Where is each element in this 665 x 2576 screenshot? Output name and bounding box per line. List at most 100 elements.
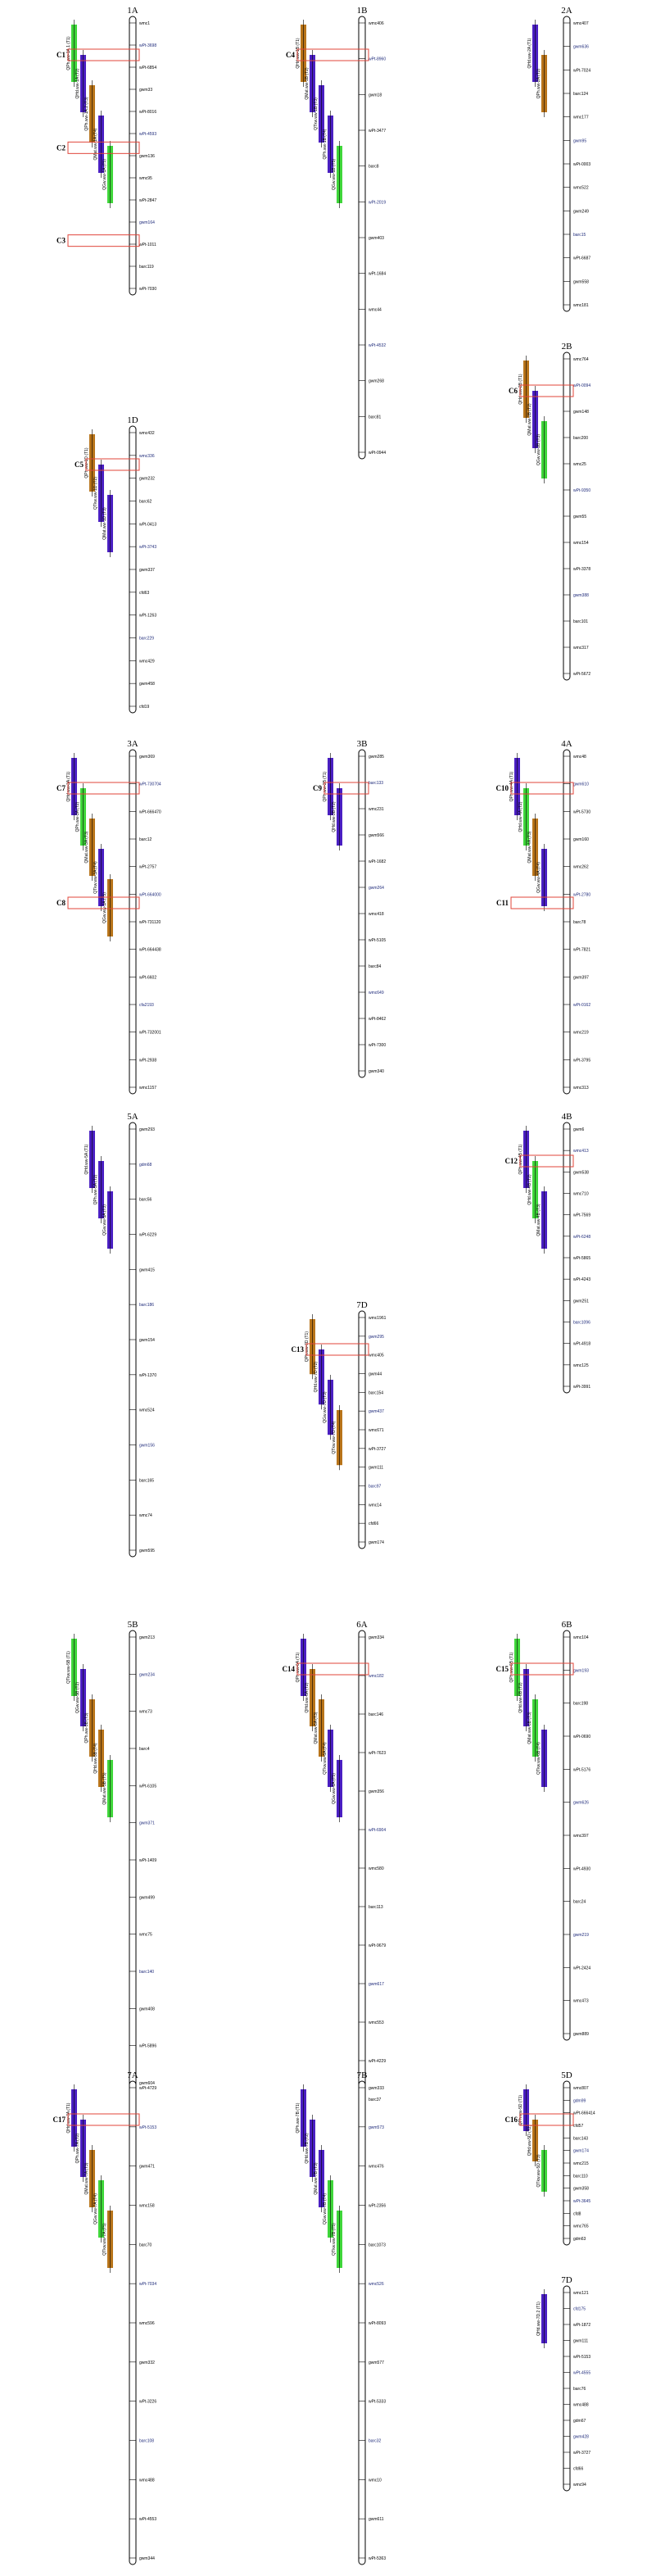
marker-name: wPt-5672: [573, 672, 590, 677]
qtl-cluster-label: C17: [53, 2116, 66, 2124]
chromosome-label: 4B: [562, 1112, 572, 1122]
marker-name: wPt-7821: [573, 948, 590, 953]
qtl-label: QTkw.ww-5B (T1): [66, 1651, 71, 1684]
qtl-label: QPh.ww-1A.1 (T1): [66, 36, 71, 70]
qtl-cluster-label: C5: [75, 460, 84, 469]
chromosome-6B-13: 6Bwmc104gwm193barc198wPt-0690wPt-5176gwm…: [496, 1620, 590, 2041]
qtl-cluster-label: C15: [496, 1665, 509, 1673]
marker-name: wPt-8960: [369, 57, 386, 62]
marker-name: wPt-2019: [369, 200, 386, 205]
marker-name: wPt-1011: [139, 243, 156, 247]
chromosome-7D-10: 7Dwmc1961gwm295wmc405gwm44barc154gwm437w…: [292, 1300, 387, 1549]
marker-name: wPt-7024: [573, 68, 590, 73]
marker-name: wmc158: [139, 2204, 155, 2209]
qtl-label: QPh.ww-5D (T1): [518, 2095, 523, 2126]
marker-name: wmc317: [573, 646, 589, 651]
marker-name: wmc74: [139, 1513, 152, 1518]
marker-name: wmc262: [573, 865, 589, 870]
marker-name: wPt-0413: [139, 522, 156, 527]
marker-name: wmc526: [369, 2282, 384, 2287]
qtl-label: QTkw.ww-6B (T4): [536, 1742, 541, 1775]
chromosome-label: 4A: [561, 739, 572, 749]
marker-name: wmc524: [139, 1408, 155, 1413]
marker-name: gwm95: [573, 138, 586, 143]
marker-name: wmc596: [139, 2321, 155, 2326]
qtl-cluster-box: [67, 234, 140, 247]
marker-name: gwm371: [139, 1821, 155, 1826]
chromosome-label: 7B: [357, 2070, 368, 2080]
marker-name: gdm67: [573, 2419, 586, 2424]
marker-name: wPt-6687: [573, 256, 590, 261]
marker-name: gwm251: [573, 1299, 589, 1304]
marker-name: wmc473: [573, 1999, 589, 2004]
qtl-label: QGw.ww-5B (T2): [75, 1682, 80, 1713]
marker-name: barc76: [573, 2387, 586, 2392]
marker-name: gwm111: [573, 2339, 588, 2344]
qtl-label: QPh.ww-6A (T1): [296, 1652, 301, 1682]
qtl-label: QMat.ww-1D (T3): [102, 507, 107, 540]
marker-name: barc101: [573, 619, 588, 624]
marker-name: gwm397: [573, 975, 589, 980]
marker-name: wmc764: [573, 357, 589, 362]
marker-name: wmc215: [573, 2161, 589, 2166]
marker-name: wPt-731120: [139, 920, 161, 925]
marker-name: gwm193: [573, 1668, 589, 1673]
marker-name: gwm356: [369, 1789, 384, 1794]
marker-name: gwm44: [369, 1372, 382, 1377]
qtl-cluster-box: [305, 1343, 369, 1356]
marker-name: wPt-7030: [139, 287, 156, 292]
marker-name: wPt-1409: [139, 1858, 156, 1863]
marker-name: wPt-5865: [573, 1256, 590, 1261]
chromosome-label: 1B: [357, 6, 368, 16]
marker-name: wmc219: [573, 1031, 589, 1036]
qtl-label: QMat.ww-4B (T3): [536, 1204, 541, 1236]
marker-name: wPt-2780: [573, 892, 590, 897]
qtl-cluster-label: C16: [505, 2116, 518, 2124]
marker-name: wPt-5363: [369, 2556, 386, 2561]
chromosome-5A-8: 5Agwm293gdm68barc56wPt-6229gwm415barc186…: [84, 1112, 156, 1558]
marker-name: wmc44: [369, 307, 382, 312]
marker-name: wmc48: [573, 755, 586, 760]
qtl-label: QTkw.ww-7B (T5): [332, 2223, 337, 2256]
qtl-cluster-label: C10: [496, 784, 509, 792]
marker-name: wmc10: [369, 2478, 382, 2483]
qtl-label: QGw.ww-3A (T5): [102, 892, 107, 923]
marker-name: cfd63: [139, 591, 149, 596]
qtl-label: QHd.ww-4A (T2): [518, 801, 523, 832]
marker-name: wPt-8093: [369, 2321, 386, 2326]
qtl-cluster-box: [67, 896, 140, 909]
marker-name: gwm295: [369, 1335, 384, 1340]
marker-name: wmc710: [573, 1192, 589, 1197]
qtl-label: QHd.ww-5D (T2): [527, 2125, 532, 2156]
chromosome-5B-11: 5Bgwm213gwm234wmc73barc4wPt-6105gwm371wP…: [66, 1620, 156, 2090]
qtl-label: QHd.ww-6A (T2): [305, 1682, 310, 1712]
qtl-cluster-box: [67, 782, 140, 795]
marker-name: cfd8: [573, 2211, 581, 2216]
qtl-label: QHd.ww-1B (T1): [296, 38, 301, 69]
qtl-label: QGw.ww-1B (T5): [332, 159, 337, 190]
qtl-label: QPh.ww-3B (T1): [323, 771, 328, 801]
marker-name: gwm344: [139, 2556, 155, 2561]
marker-name: barc81: [369, 415, 382, 420]
qtl-label: QPh.ww-1B (T4): [323, 129, 328, 159]
qtl-label: QMat.ww-7A (T3): [84, 2162, 89, 2194]
marker-name: wPt-3378: [573, 567, 590, 572]
marker-name: gwm264: [369, 886, 384, 891]
chromosome-7A-14: 7AwPt-4729wPt-5153gwm471wmc158barc70wPt-…: [53, 2070, 156, 2565]
qtl-label: QPh.ww-6B (T1): [509, 1652, 514, 1682]
marker-name: wmc807: [573, 2086, 589, 2091]
marker-name: wmc14: [369, 1503, 382, 1508]
qtl-cluster-box: [519, 384, 574, 397]
qtl-label: QHd.ww-4B (T2): [527, 1174, 532, 1205]
marker-name: gwm415: [139, 1268, 155, 1272]
marker-name: barc113: [369, 1905, 383, 1910]
marker-name: wmc75: [139, 1933, 152, 1938]
chromosome-label: 2A: [561, 6, 572, 16]
marker-name: gwm154: [139, 1338, 155, 1343]
marker-name: gwm558: [573, 279, 589, 284]
marker-name: wmc1961: [369, 1316, 387, 1321]
marker-name: gwm55: [573, 515, 586, 519]
marker-name: gdm99: [573, 2098, 586, 2103]
qtl-label: QGw.ww-1A (T5): [102, 159, 107, 190]
